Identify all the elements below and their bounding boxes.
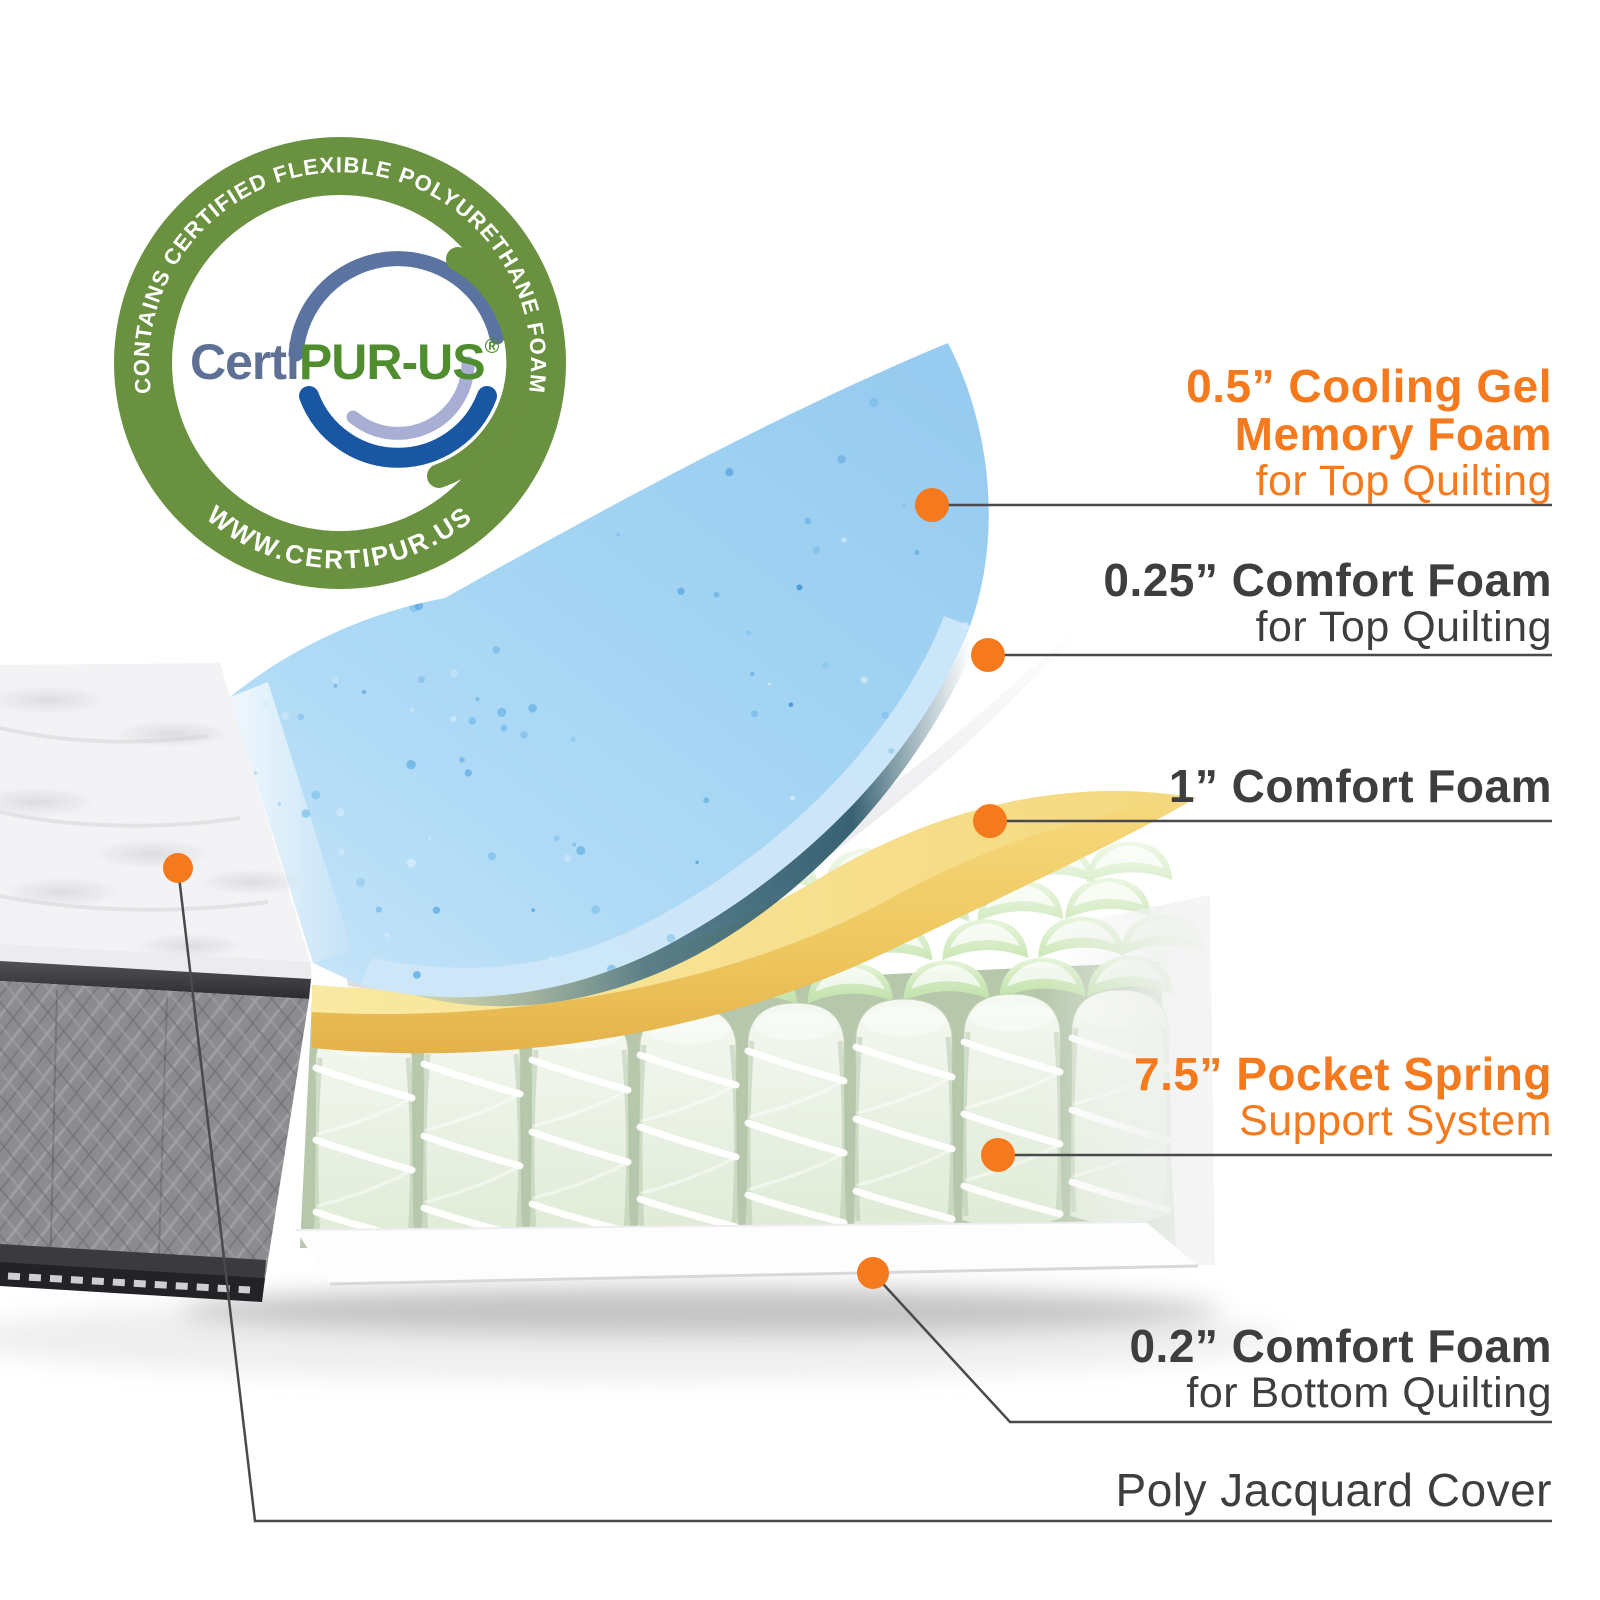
label-pocket-spring-line1: 7.5” Pocket Spring [1133,1048,1552,1100]
leader-cover [176,867,1552,1523]
floor-shadow [0,1286,1280,1380]
certipur-swoosh-icon [288,247,531,488]
cover-zipper-band [0,1262,265,1302]
label-comfort-top-line2: for Top Quilting [1255,603,1552,651]
leader-comfort-bottom [872,1272,1552,1424]
label-comfort-bottom: 0.2” Comfort Foam for Bottom Quilting [1129,1322,1552,1416]
mattress-block [0,663,312,1302]
gel-foam-underside [376,636,972,1007]
label-cover-line1: Poly Jacquard Cover [1115,1464,1552,1516]
label-comfort-mid-line1: 1” Comfort Foam [1168,760,1552,812]
label-pocket-spring-line2: Support System [1239,1097,1552,1145]
label-comfort-top: 0.25” Comfort Foam for Top Quilting [1103,556,1552,650]
callout-dots [163,488,1015,1289]
label-comfort-bottom-line2: for Bottom Quilting [1186,1369,1552,1417]
label-pocket-spring: 7.5” Pocket Spring Support System [1134,1050,1552,1144]
dot-comfort-mid [973,804,1007,838]
base-board [295,1221,1199,1286]
label-cover: Poly Jacquard Cover [1116,1466,1552,1514]
cover-side-panel [0,981,309,1292]
cover-bottom-trim [0,1244,266,1282]
label-cooling-gel-line1: 0.5” Cooling Gel [1186,360,1552,412]
label-comfort-bottom-line1: 0.2” Comfort Foam [1129,1320,1552,1372]
dot-comfort-top [971,638,1005,672]
label-cooling-gel-line3: for Top Quilting [1255,457,1552,505]
label-cooling-gel-line2: Memory Foam [1234,408,1552,460]
label-comfort-mid: 1” Comfort Foam [1169,762,1552,810]
cooling-gel-layer [230,343,989,998]
dot-pocket-spring [981,1138,1015,1172]
dot-cover [163,853,193,883]
label-cooling-gel: 0.5” Cooling Gel Memory Foam for Top Qui… [1186,362,1552,504]
leader-lines [176,503,1552,1523]
cover-top-band [0,961,311,999]
quilt-board-edge [0,944,311,979]
label-comfort-top-line1: 0.25” Comfort Foam [1103,554,1552,606]
dot-cooling-gel [915,488,949,522]
dot-comfort-bottom [857,1257,889,1289]
certipur-brand: CertiPUR-US® [190,334,500,390]
quilted-top [0,663,312,978]
certipur-badge: CertiPUR-US® CONTAINS CERTIFIED FLEXIBLE… [114,137,566,589]
